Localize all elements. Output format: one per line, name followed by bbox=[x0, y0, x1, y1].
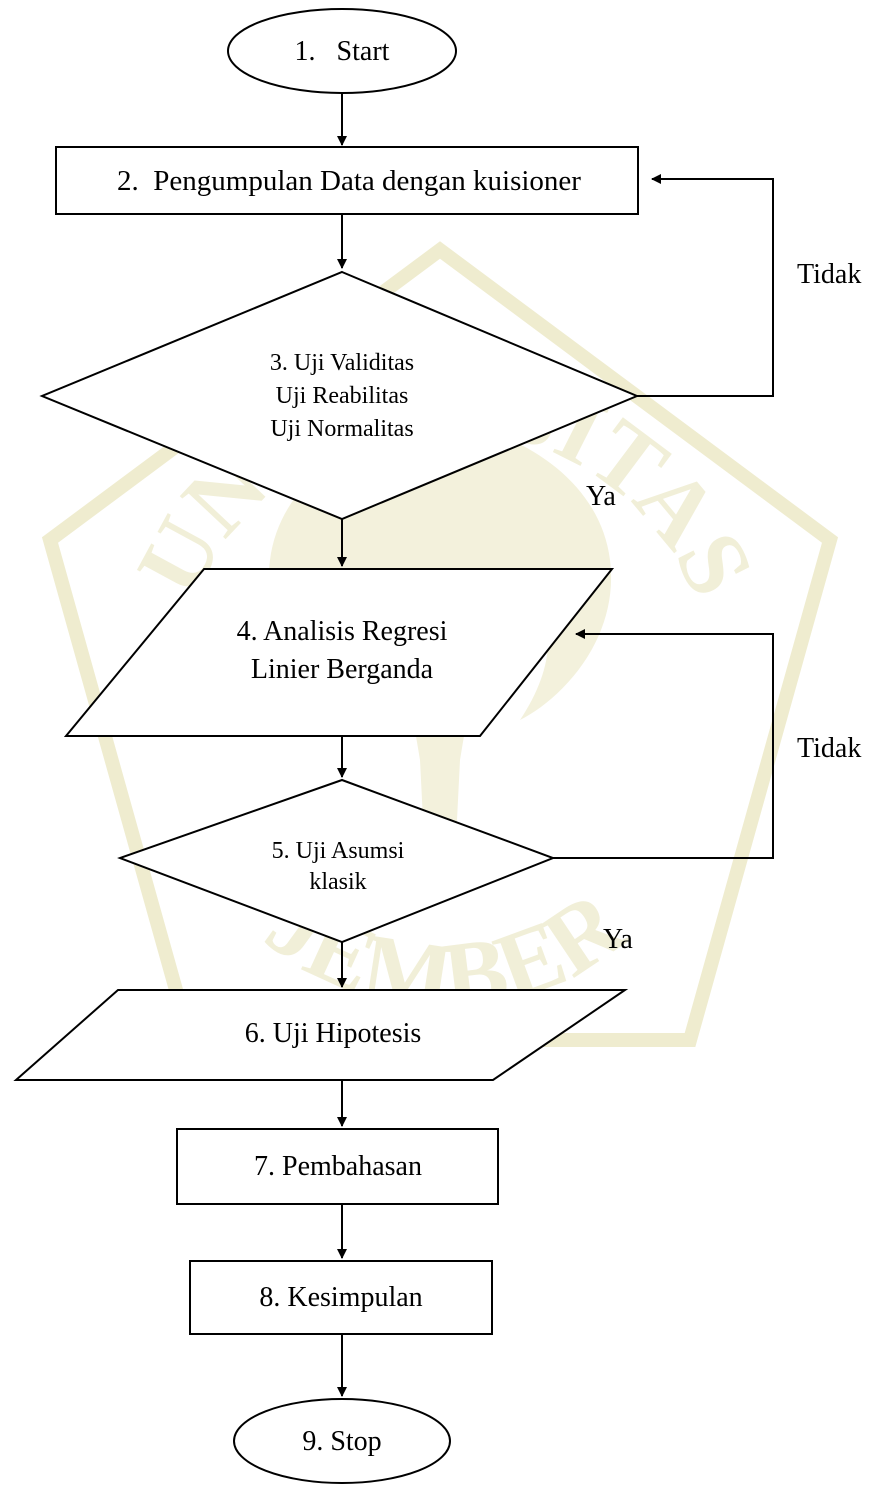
edge-label-ya-1: Ya bbox=[586, 481, 616, 512]
regression-label-line-2: Linier Berganda bbox=[251, 654, 434, 685]
node-start: 1. Start bbox=[227, 8, 457, 94]
edge-tests-tidak-loop bbox=[637, 174, 774, 397]
conclusion-process-shape bbox=[189, 1260, 493, 1335]
hypothesis-label: 6. Uji Hipotesis bbox=[245, 1018, 422, 1049]
tests-label-line-2: Uji Reabilitas bbox=[276, 383, 409, 409]
edge-label-ya-2: Ya bbox=[603, 924, 633, 955]
collect-label: 2. Pengumpulan Data dengan kuisioner bbox=[117, 165, 581, 197]
node-stop: 9. Stop bbox=[233, 1398, 451, 1484]
tests-label-line-1: 3. Uji Validitas bbox=[270, 350, 414, 376]
node-hypothesis: 6. Uji Hipotesis bbox=[13, 989, 629, 1081]
start-label: 1. Start bbox=[295, 36, 390, 67]
stop-label: 9. Stop bbox=[302, 1426, 381, 1457]
tests-decision-shape bbox=[39, 270, 640, 521]
conclusion-label: 8. Kesimpulan bbox=[259, 1282, 422, 1313]
node-conclusion: 8. Kesimpulan bbox=[189, 1260, 493, 1335]
edge-label-tidak-2: Tidak bbox=[797, 733, 861, 764]
stop-terminator-shape bbox=[233, 1398, 451, 1484]
edge-labels: Tidak Ya Tidak Ya bbox=[586, 259, 861, 955]
edge-label-tidak-1: Tidak bbox=[797, 259, 861, 290]
start-terminator-shape bbox=[227, 8, 457, 94]
node-assumption: 5. Uji Asumsi klasik bbox=[117, 778, 556, 944]
tests-label-line-3: Uji Normalitas bbox=[270, 416, 413, 442]
discussion-process-shape bbox=[176, 1128, 499, 1205]
connectors bbox=[337, 93, 774, 1397]
assumption-decision-shape bbox=[117, 778, 556, 944]
collect-process-shape bbox=[55, 146, 639, 215]
node-tests: 3. Uji Validitas Uji Reabilitas Uji Norm… bbox=[39, 270, 640, 521]
node-collect: 2. Pengumpulan Data dengan kuisioner bbox=[55, 146, 639, 215]
assumption-label-line-2: klasik bbox=[309, 869, 366, 895]
regression-label-line-1: 4. Analisis Regresi bbox=[237, 616, 448, 647]
discussion-label: 7. Pembahasan bbox=[254, 1151, 422, 1182]
hypothesis-data-shape bbox=[13, 989, 629, 1081]
node-regression: 4. Analisis Regresi Linier Berganda bbox=[63, 568, 615, 737]
node-discussion: 7. Pembahasan bbox=[176, 1128, 499, 1205]
regression-data-shape bbox=[63, 568, 615, 737]
edge-assumption-tidak-loop bbox=[553, 629, 774, 859]
assumption-label-line-1: 5. Uji Asumsi bbox=[272, 838, 405, 864]
